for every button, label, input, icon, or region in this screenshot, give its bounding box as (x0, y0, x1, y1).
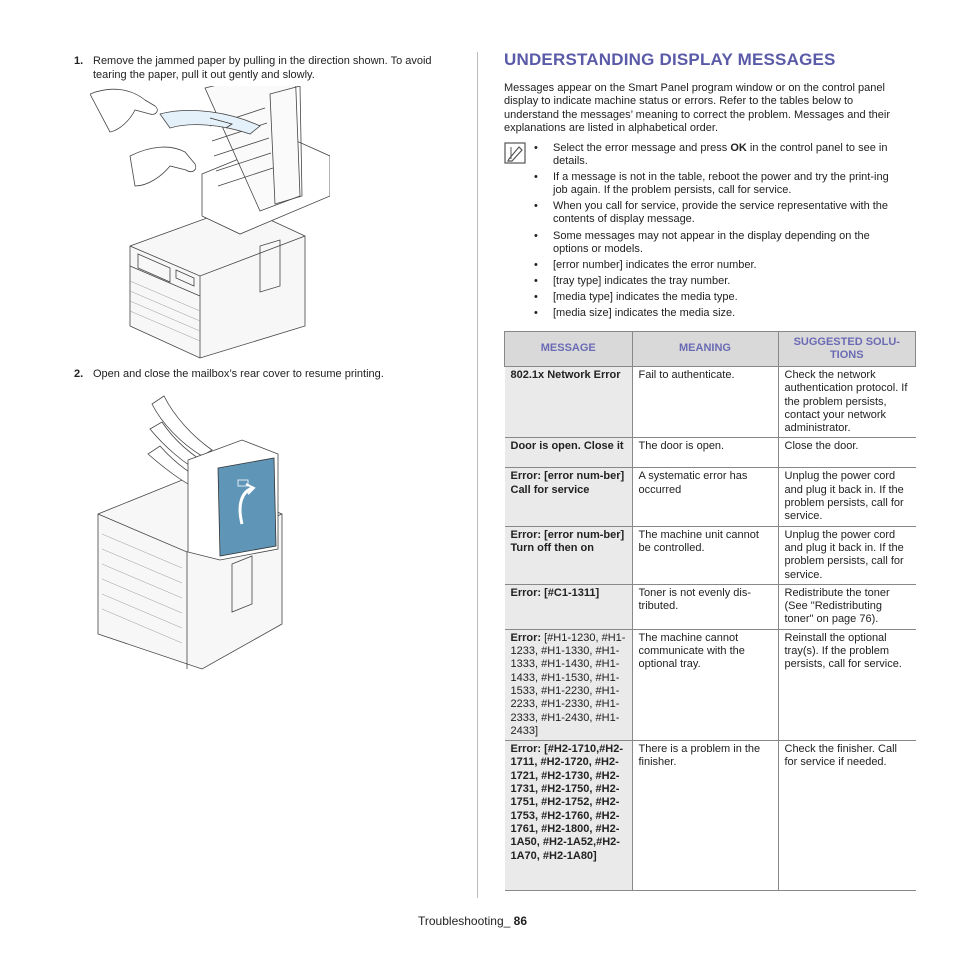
header-solutions: SUGGESTED SOLU-TIONS (777, 331, 916, 367)
step-1-number: 1. (74, 55, 84, 67)
table-row: Error: [#C1-1311] Toner is not evenly di… (504, 584, 916, 630)
mailbox-rear-cover-illustration (97, 395, 283, 670)
note-item: Select the error message and press OK in… (534, 142, 904, 168)
step-1: 1. Remove the jammed paper by pulling in… (74, 54, 434, 82)
table-header-row: MESSAGE MEANING SUGGESTED SOLU-TIONS (504, 331, 916, 367)
solution-cell: Unplug the power cord and plug it back i… (778, 526, 916, 585)
table-row: Error: [error num-ber] Call for service … (504, 467, 916, 527)
meaning-cell: A systematic error has occurred (632, 467, 779, 527)
note-pencil-icon (504, 142, 526, 164)
intro-paragraph: Messages appear on the Smart Panel progr… (504, 82, 891, 134)
solution-cell: Redistribute the toner (See "Redistribut… (778, 584, 916, 630)
solution-cell: Check the network authentication protoco… (778, 366, 916, 439)
meaning-cell: Fail to authenticate. (632, 366, 779, 439)
display-messages-table: MESSAGE MEANING SUGGESTED SOLU-TIONS 802… (504, 331, 916, 892)
table-row: Error: [error num-ber] Turn off then on … (504, 526, 916, 585)
step-2-text: Open and close the mailbox’s rear cover … (93, 368, 384, 380)
paper-jam-removal-illustration (90, 86, 330, 359)
message-cell: Error: [error num-ber] Call for service (504, 467, 633, 527)
note-item: Some messages may not appear in the disp… (534, 230, 904, 256)
note-item: [error number] indicates the error numbe… (534, 259, 904, 272)
solution-cell: Check the finisher. Call for service if … (778, 740, 916, 892)
note-item: [media size] indicates the media size. (534, 307, 904, 320)
note-item: If a message is not in the table, reboot… (534, 171, 904, 197)
solution-cell: Unplug the power cord and plug it back i… (778, 467, 916, 527)
page-footer: Troubleshooting_ 86 (418, 914, 527, 928)
meaning-cell: Toner is not evenly dis-tributed. (632, 584, 779, 630)
note-item: [tray type] indicates the tray number. (534, 275, 904, 288)
message-cell: Door is open. Close it (504, 437, 633, 469)
table-row: Error: [#H1-1230, #H1-1233, #H1-1330, #H… (504, 629, 916, 742)
note-list: Select the error message and press OK in… (534, 142, 904, 324)
table-row: Error: [#H2-1710,#H2-1711, #H2-1720, #H2… (504, 740, 916, 892)
note-item: When you call for service, provide the s… (534, 200, 904, 226)
header-meaning: MEANING (631, 331, 779, 367)
column-divider (477, 52, 478, 898)
step-2-number: 2. (74, 368, 84, 380)
meaning-cell: There is a problem in the finisher. (632, 740, 779, 892)
header-message: MESSAGE (504, 331, 633, 367)
message-cell: Error: [#C1-1311] (504, 584, 633, 630)
message-cell: 802.1x Network Error (504, 366, 633, 439)
meaning-cell: The door is open. (632, 437, 779, 469)
step-1-text: Remove the jammed paper by pulling in th… (93, 55, 432, 81)
table-row: 802.1x Network Error Fail to authenticat… (504, 366, 916, 439)
solution-cell: Close the door. (778, 437, 916, 469)
solution-cell: Reinstall the optional tray(s). If the p… (778, 629, 916, 742)
message-cell: Error: [error num-ber] Turn off then on (504, 526, 633, 585)
table-row: Door is open. Close it The door is open.… (504, 437, 916, 469)
page-title: UNDERSTANDING DISPLAY MESSAGES (504, 50, 836, 69)
meaning-cell: The machine cannot communicate with the … (632, 629, 779, 742)
note-item: [media type] indicates the media type. (534, 291, 904, 304)
message-cell: Error: [#H1-1230, #H1-1233, #H1-1330, #H… (504, 629, 633, 742)
step-2: 2. Open and close the mailbox’s rear cov… (74, 367, 454, 381)
page-number: 86 (513, 914, 527, 928)
footer-section-label: Troubleshooting_ (418, 914, 511, 928)
message-cell: Error: [#H2-1710,#H2-1711, #H2-1720, #H2… (504, 740, 633, 892)
meaning-cell: The machine unit cannot be controlled. (632, 526, 779, 585)
